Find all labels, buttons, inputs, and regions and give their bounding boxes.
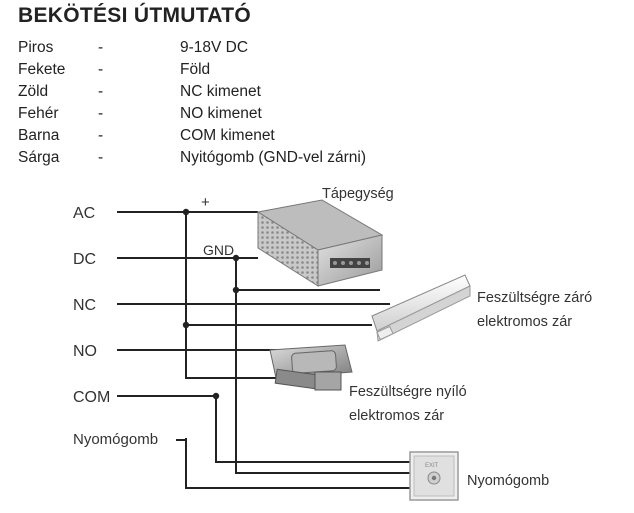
- push-button-label: Nyomógomb: [467, 473, 549, 489]
- legend-color: Piros: [18, 39, 54, 56]
- legend-dash: -: [98, 39, 104, 56]
- terminal-com-label: COM: [73, 389, 110, 406]
- legend-dash: -: [98, 83, 104, 100]
- terminal-ac-label: AC: [73, 205, 95, 222]
- legend-description: COM kimenet: [180, 127, 275, 144]
- fail-open-lock-label-line1: Feszültségre nyíló: [349, 384, 467, 400]
- legend-description: NO kimenet: [180, 105, 262, 122]
- junction-dot: [182, 321, 190, 329]
- push-button-image: EXIT: [409, 451, 459, 501]
- electric-strike-image: [269, 344, 353, 391]
- junction-dots: [182, 208, 240, 400]
- gnd-label: GND: [203, 242, 234, 258]
- wire-gnd-drop: [235, 290, 410, 474]
- terminal-button-label: Nyomógomb: [73, 431, 158, 448]
- terminal-no-label: NO: [73, 343, 97, 360]
- legend-dash: -: [98, 149, 104, 166]
- power-supply-image: [256, 199, 384, 287]
- magnetic-lock-image: [371, 274, 471, 342]
- plus-sign: +: [201, 194, 210, 211]
- junction-dot: [232, 254, 240, 262]
- legend-description: NC kimenet: [180, 83, 261, 100]
- wire-plus-bus: [185, 212, 280, 379]
- power-supply-label: Tápegység: [322, 186, 394, 202]
- legend-color: Fekete: [18, 61, 66, 78]
- junction-dot: [182, 208, 190, 216]
- junction-dot: [232, 286, 240, 294]
- legend-color: Zöld: [18, 83, 49, 100]
- legend-dash: -: [98, 127, 104, 144]
- page-title: BEKÖTÉSI ÚTMUTATÓ: [18, 4, 251, 27]
- wire-button: [185, 438, 410, 489]
- svg-text:EXIT: EXIT: [425, 463, 439, 469]
- terminal-dc-label: DC: [73, 251, 96, 268]
- legend-description: Nyitógomb (GND-vel zárni): [180, 149, 367, 166]
- fail-secure-lock-label-line2: elektromos zár: [477, 314, 572, 330]
- legend-dash: -: [98, 61, 104, 78]
- fail-secure-lock-label-line1: Feszültségre záró: [477, 290, 592, 306]
- legend-description: Föld: [180, 61, 211, 78]
- legend-color: Fehér: [18, 105, 59, 122]
- junction-dot: [212, 392, 220, 400]
- wires: [117, 211, 410, 489]
- legend-dash: -: [98, 105, 104, 122]
- terminal-nc-label: NC: [73, 297, 96, 314]
- legend-color: Sárga: [18, 149, 60, 166]
- legend-description: 9-18V DC: [180, 39, 249, 56]
- fail-open-lock-label-line2: elektromos zár: [349, 408, 444, 424]
- wire-com-to-button: [215, 396, 410, 463]
- legend-color: Barna: [18, 127, 60, 144]
